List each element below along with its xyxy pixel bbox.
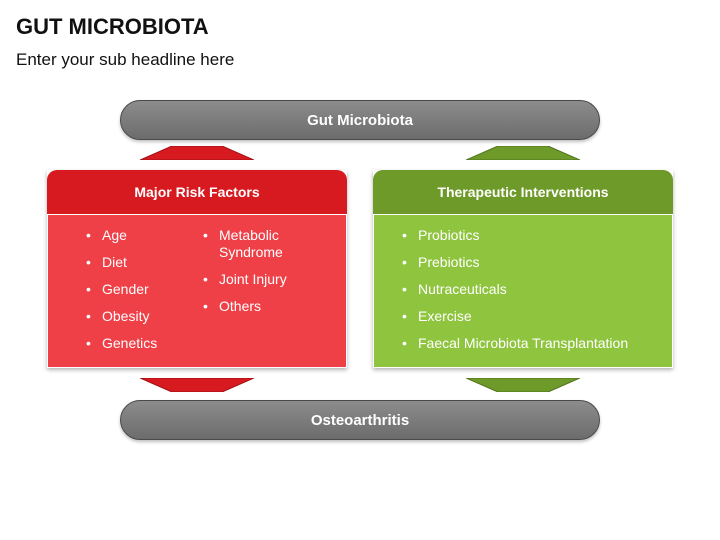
- osteoarthritis-label: Osteoarthritis: [310, 411, 410, 429]
- gut-microbiota-node: Gut Microbiota: [120, 100, 600, 140]
- osteoarthritis-node: Osteoarthritis: [120, 400, 600, 440]
- risk-factors-list-2: Metabolic Syndrome Joint Injury Others: [203, 227, 323, 325]
- list-item: Probiotics: [402, 227, 628, 244]
- list-item: Age: [86, 227, 157, 244]
- up-arrow-red-icon: [140, 146, 254, 160]
- interventions-header: Therapeutic Interventions: [373, 170, 673, 214]
- list-item: Diet: [86, 254, 157, 271]
- interventions-body: Probiotics Prebiotics Nutraceuticals Exe…: [373, 214, 673, 368]
- list-item: Joint Injury: [203, 271, 323, 288]
- list-item: Faecal Microbiota Transplantation: [402, 335, 628, 352]
- risk-factors-body: Age Diet Gender Obesity Genetics Metabol…: [47, 214, 347, 368]
- page-title: GUT MICROBIOTA: [16, 14, 209, 39]
- list-item: Prebiotics: [402, 254, 628, 271]
- list-item: Exercise: [402, 308, 628, 325]
- risk-factors-box: Major Risk Factors Age Diet Gender Obesi…: [47, 170, 347, 368]
- list-item: Genetics: [86, 335, 157, 352]
- risk-factors-header: Major Risk Factors: [47, 170, 347, 214]
- interventions-box: Therapeutic Interventions Probiotics Pre…: [373, 170, 673, 368]
- list-item: Nutraceuticals: [402, 281, 628, 298]
- page-subtitle: Enter your sub headline here: [16, 50, 235, 69]
- risk-factors-title: Major Risk Factors: [134, 184, 260, 200]
- down-arrow-green-icon: [466, 378, 580, 392]
- risk-factors-list-1: Age Diet Gender Obesity Genetics: [86, 227, 157, 362]
- list-item: Obesity: [86, 308, 157, 325]
- list-item: Metabolic Syndrome: [203, 227, 323, 261]
- interventions-list: Probiotics Prebiotics Nutraceuticals Exe…: [402, 227, 628, 362]
- up-arrow-green-icon: [466, 146, 580, 160]
- interventions-title: Therapeutic Interventions: [437, 184, 609, 200]
- down-arrow-red-icon: [140, 378, 254, 392]
- list-item: Others: [203, 298, 323, 315]
- list-item: Gender: [86, 281, 157, 298]
- gut-microbiota-label: Gut Microbiota: [307, 111, 413, 129]
